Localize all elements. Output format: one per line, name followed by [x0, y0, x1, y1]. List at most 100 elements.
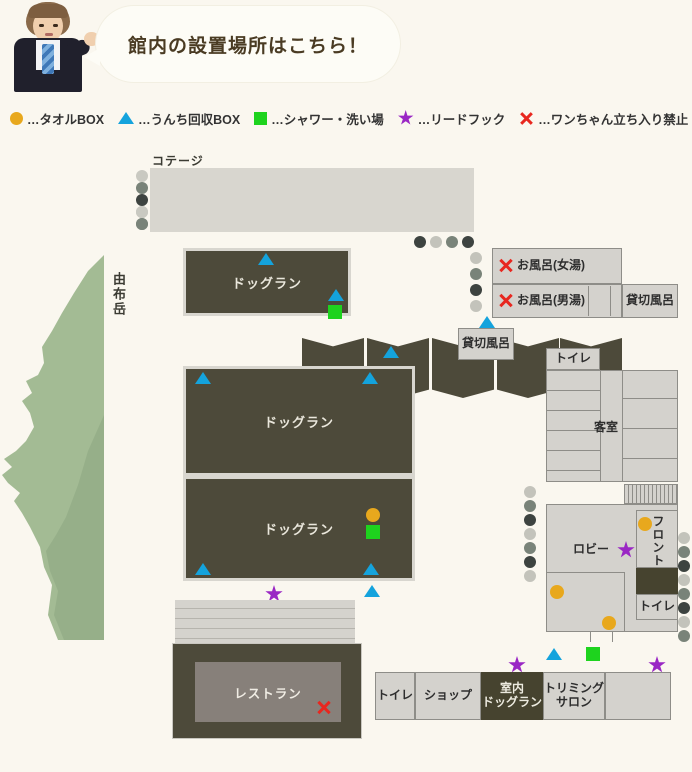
room-private-bath-left: 貸切風呂 — [458, 328, 514, 360]
poop-box-marker — [364, 585, 380, 597]
room-empty — [605, 672, 671, 720]
wall-divider — [546, 450, 600, 451]
wall-divider — [546, 430, 600, 431]
towel-box-marker — [602, 616, 616, 630]
poop-box-marker — [328, 289, 344, 301]
poop-box-marker — [362, 372, 378, 384]
legend-label-lead-hook: …リードフック — [417, 112, 506, 127]
legend-item-towel-box: …タオルBOX — [10, 109, 104, 128]
poop-box-marker — [479, 316, 495, 328]
restaurant-label: レストラン — [234, 686, 302, 701]
cottage-label: コテージ — [152, 154, 204, 168]
parking-area — [175, 600, 355, 644]
path-dot — [136, 194, 148, 206]
path-dot — [430, 236, 442, 248]
room-label-toilet-lobby: トイレ — [638, 599, 675, 614]
path-dot — [470, 252, 482, 264]
room-indoor-dogrun: 室内 ドッグラン — [481, 672, 543, 720]
path-dot — [470, 300, 482, 312]
path-dot — [678, 602, 690, 614]
lead-hook-icon — [398, 110, 414, 125]
path-dot — [136, 170, 148, 182]
legend: …タオルBOX …うんち回収BOX …シャワー・洗い場 …リードフック …ワンち… — [0, 104, 692, 132]
staff-eye-right — [53, 24, 58, 27]
staff-scarf — [42, 44, 54, 74]
room-label-front-desk: フロント — [650, 515, 665, 567]
mountain-yufudake-silhouette — [2, 255, 104, 640]
staff-mouth — [45, 33, 53, 36]
room-label-private-bath-left: 貸切風呂 — [461, 336, 510, 351]
no-dogs-marker — [498, 258, 514, 274]
path-dot — [524, 486, 536, 498]
room-label-indoor-dogrun-line1: 室内 — [499, 681, 524, 696]
path-dot — [470, 284, 482, 296]
poop-box-marker — [363, 563, 379, 575]
room-shop: ショップ — [415, 672, 481, 720]
path-dot — [524, 556, 536, 568]
lobby-label: ロビー — [573, 542, 610, 556]
dogrun-label-1: ドッグラン — [231, 275, 302, 291]
path-dot — [470, 268, 482, 280]
speech-bubble-text: 館内の設置場所はこちら！ — [127, 35, 368, 57]
restaurant-interior: レストラン — [195, 662, 341, 722]
no-dogs-marker — [498, 293, 514, 309]
path-dot — [136, 218, 148, 230]
staff-fringe — [28, 4, 68, 18]
path-dot — [678, 546, 690, 558]
wall-divider — [588, 286, 589, 316]
shower-marker — [366, 525, 380, 539]
path-dot — [524, 542, 536, 554]
wall-divider — [546, 470, 600, 471]
no-dogs-marker — [316, 700, 332, 716]
legend-label-poop-box: …うんち回収BOX — [138, 112, 241, 127]
parking-line — [175, 608, 355, 609]
guest-rooms-label: 客室 — [594, 420, 619, 434]
towel-box-marker — [638, 517, 652, 531]
dogrun-area-2: ドッグラン — [183, 366, 415, 476]
wall-divider — [546, 572, 624, 573]
towel-box-marker — [366, 508, 380, 522]
path-dot — [524, 528, 536, 540]
path-dot — [446, 236, 458, 248]
legend-item-poop-box: …うんち回収BOX — [118, 109, 240, 128]
poop-box-marker — [195, 372, 211, 384]
legend-label-shower: …シャワー・洗い場 — [271, 112, 384, 127]
wall-corridor-right — [622, 370, 623, 482]
path-dot — [414, 236, 426, 248]
door-tick — [590, 632, 591, 642]
room-toilet-upper: トイレ — [546, 348, 600, 370]
room-bath-men: お風呂(男湯) — [492, 284, 622, 318]
room-label-trimming-salon-line2: サロン — [555, 695, 592, 709]
path-dot — [678, 574, 690, 586]
no-dogs-icon — [519, 111, 534, 126]
wall-divider — [622, 398, 678, 399]
wall-divider — [546, 410, 600, 411]
path-dot — [524, 570, 536, 582]
poop-box-icon — [118, 112, 135, 124]
path-dot — [678, 588, 690, 600]
legend-item-shower: …シャワー・洗い場 — [254, 109, 384, 128]
dogrun-label-3: ドッグラン — [263, 522, 334, 537]
path-dot — [136, 206, 148, 218]
path-dot — [462, 236, 474, 248]
door-tick — [612, 632, 613, 642]
legend-item-no-dogs: …ワンちゃん立ち入り禁止 — [519, 109, 688, 128]
room-private-bath-right: 貸切風呂 — [622, 284, 678, 318]
room-label-private-bath-right: 貸切風呂 — [625, 293, 674, 308]
wall-divider — [622, 428, 678, 429]
room-label-bath-women: お風呂(女湯) — [517, 258, 585, 273]
room-label-toilet-shop-row: トイレ — [376, 688, 413, 703]
front-desk-counter — [636, 568, 678, 594]
wall-corridor-left — [600, 370, 601, 482]
path-dot — [524, 500, 536, 512]
poop-box-marker — [258, 253, 274, 265]
cottage-row — [150, 168, 622, 398]
path-dot — [678, 630, 690, 642]
dogrun-label-2: ドッグラン — [263, 414, 334, 430]
shower-marker — [586, 647, 600, 661]
room-label-shop: ショップ — [423, 688, 472, 703]
room-label-trimming-salon-line1: トリミング — [544, 681, 605, 696]
stairs — [624, 484, 678, 504]
legend-item-lead-hook: …リードフック — [398, 109, 506, 128]
